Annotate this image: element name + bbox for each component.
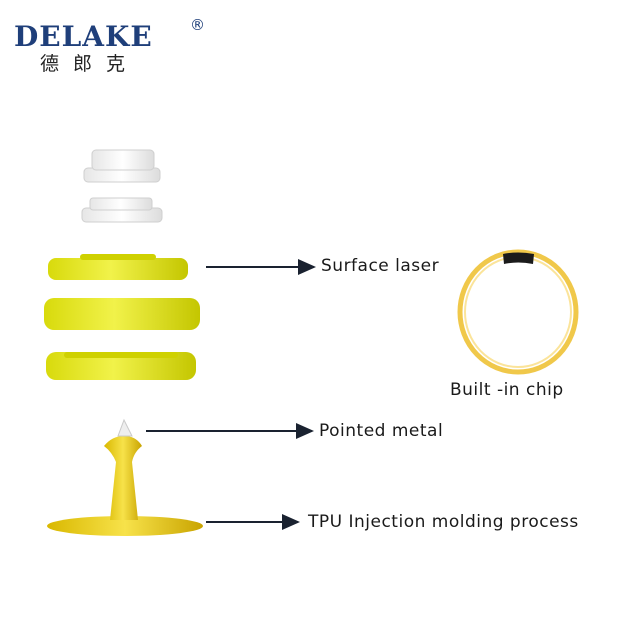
tpu-pin-part — [47, 418, 203, 536]
label-pointed-metal: Pointed metal — [319, 421, 444, 441]
yellow-disc-middle — [44, 298, 200, 330]
yellow-disc-bottom — [46, 352, 196, 380]
label-built-in-chip: Built -in chip — [450, 380, 564, 400]
logo-chinese-text: 德郎克 — [40, 53, 140, 75]
label-surface-laser: Surface laser — [321, 256, 440, 276]
brand-logo: DELAKE ® 德郎克 — [14, 16, 214, 75]
white-cap-small — [81, 197, 163, 223]
built-in-chip-ring — [457, 249, 579, 375]
registered-mark: ® — [190, 16, 205, 34]
yellow-disc-top — [48, 254, 188, 280]
label-tpu-process: TPU Injection molding process — [308, 512, 579, 532]
logo-brand-text: DELAKE — [14, 20, 153, 53]
white-cap-large — [83, 149, 161, 183]
